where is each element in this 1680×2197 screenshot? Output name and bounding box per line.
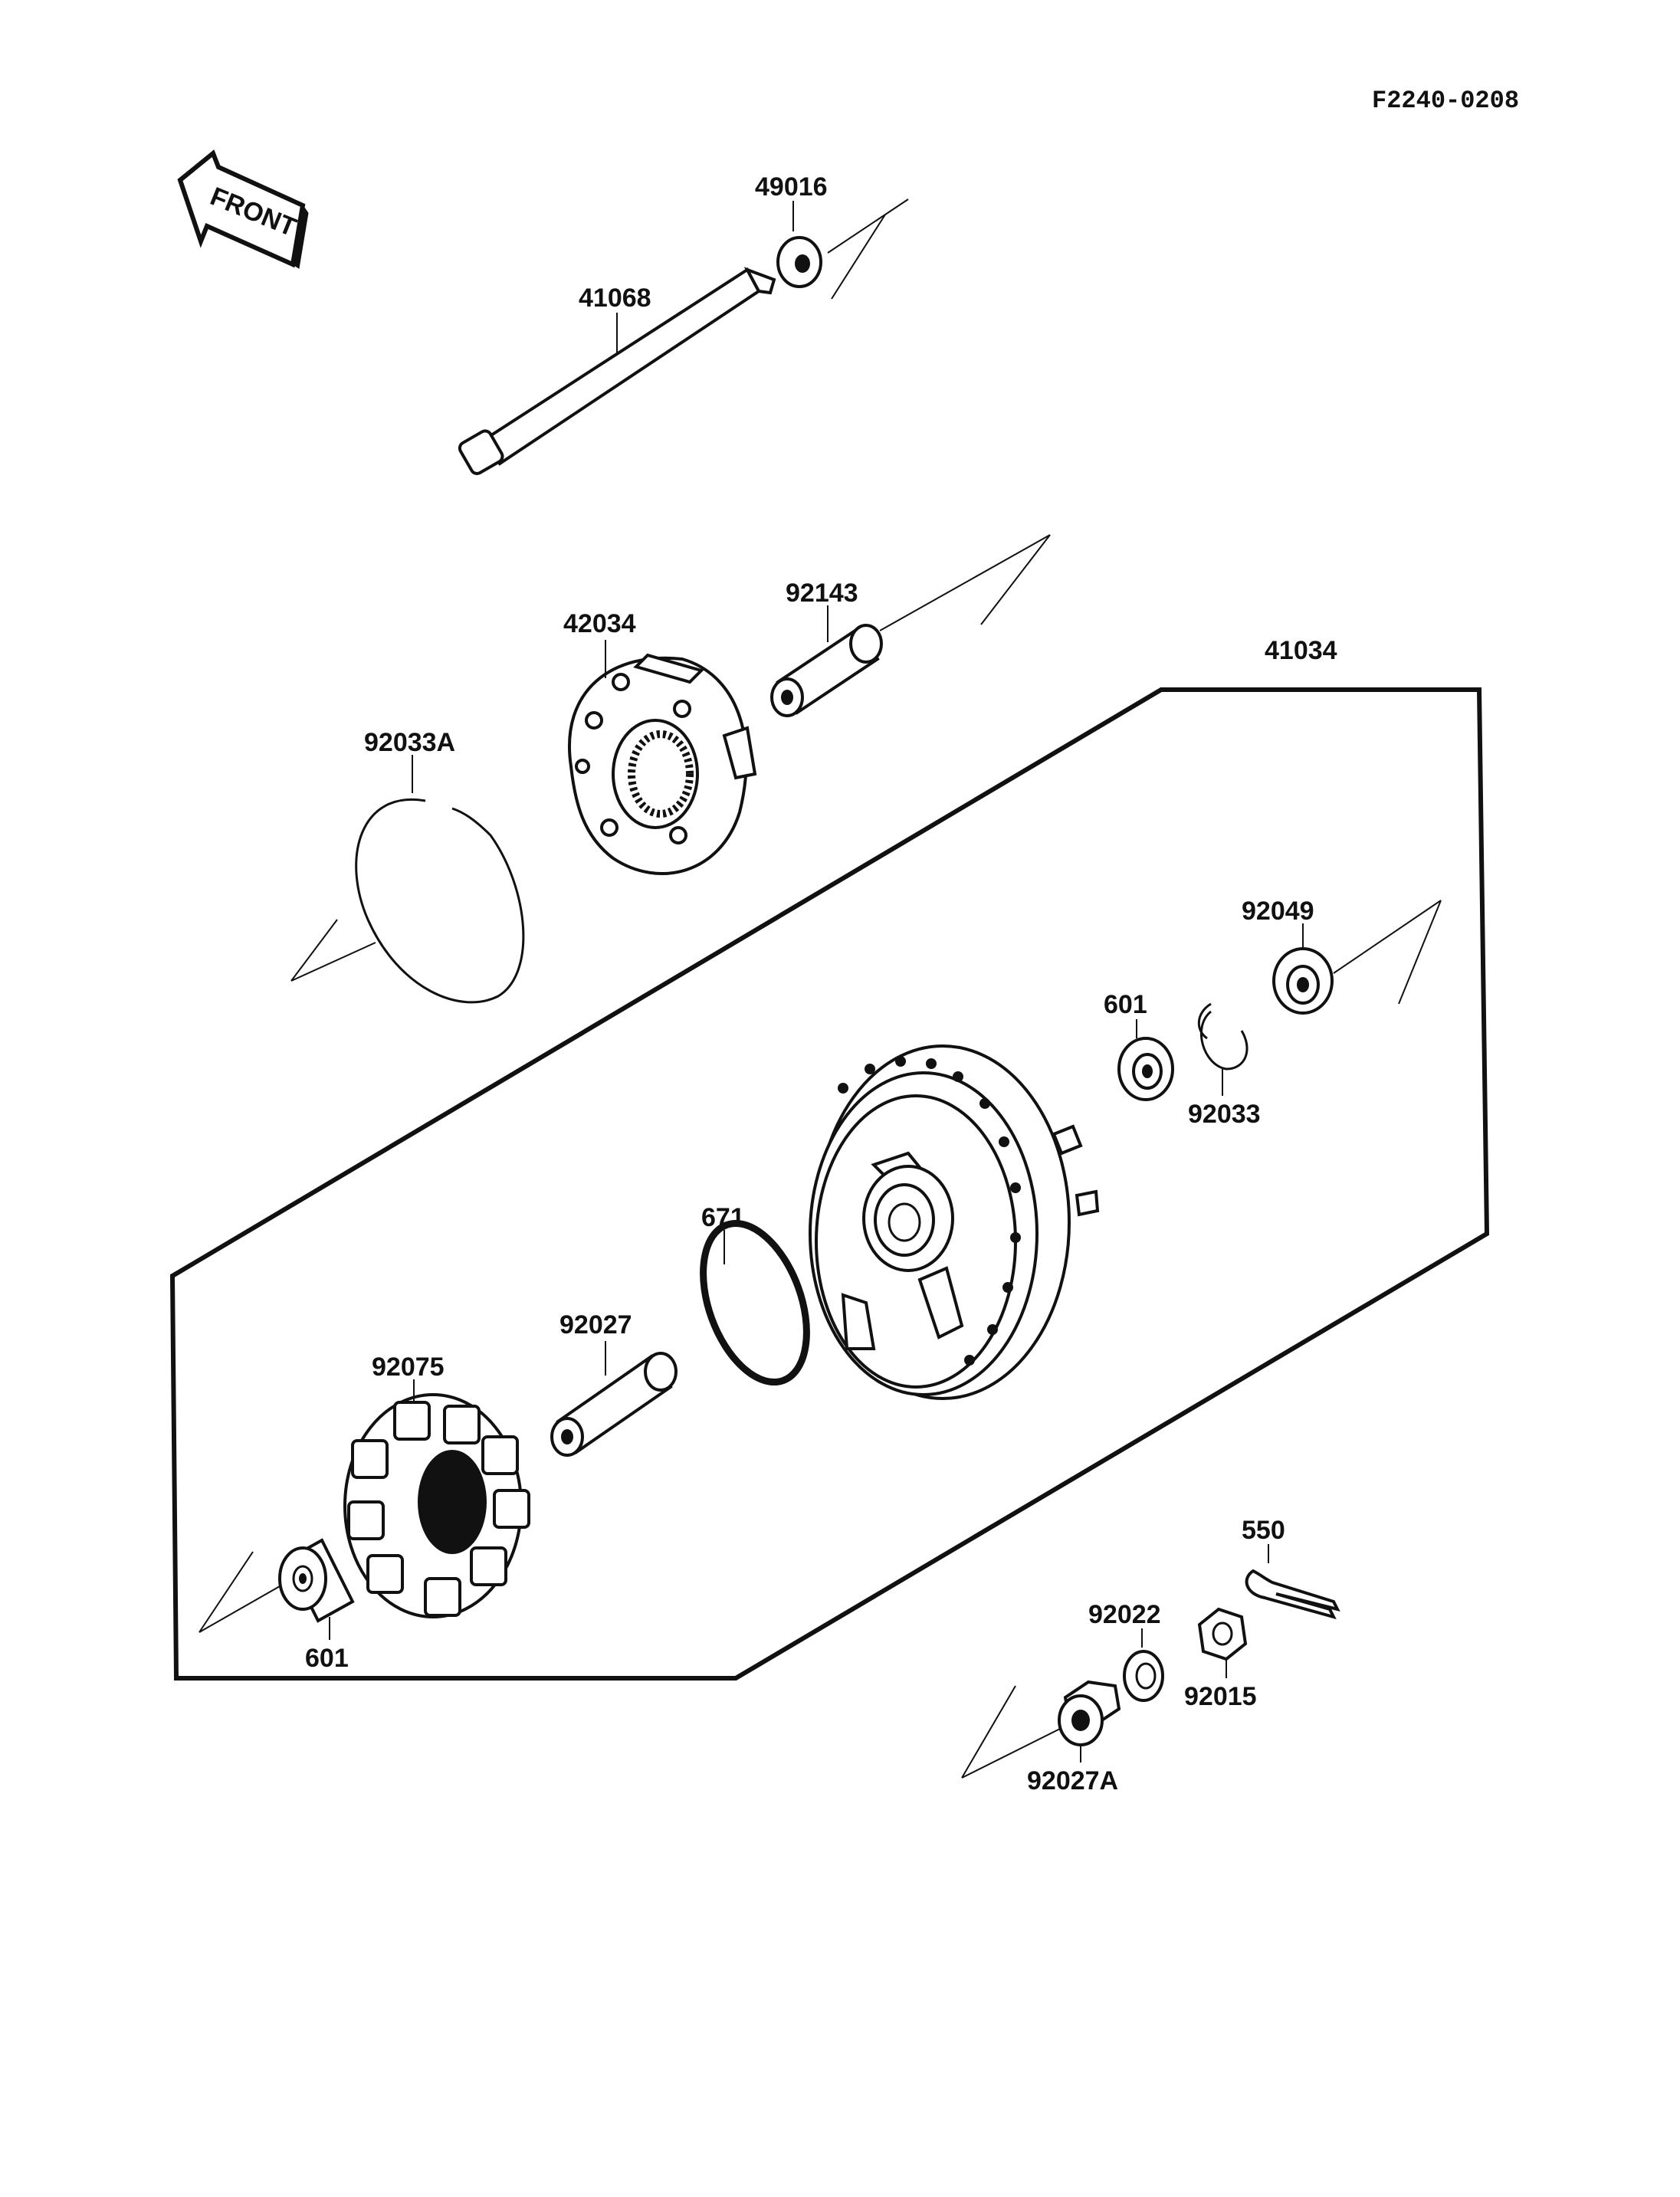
part-92033A — [290, 755, 525, 1004]
label-42034: 42034 — [563, 609, 636, 638]
part-601-upper — [1117, 1019, 1174, 1101]
label-49016: 49016 — [755, 172, 828, 202]
label-550: 550 — [1242, 1516, 1285, 1545]
part-92143 — [770, 534, 1051, 717]
label-92015: 92015 — [1184, 1682, 1257, 1711]
label-92049: 92049 — [1242, 897, 1314, 926]
part-671 — [700, 1219, 810, 1386]
part-49016 — [776, 198, 909, 300]
assembly-frame-41034 — [169, 687, 1490, 1681]
label-601-upper: 601 — [1104, 990, 1147, 1019]
front-arrow-icon: FRONT — [177, 149, 309, 269]
part-92015 — [1197, 1607, 1248, 1678]
label-92143: 92143 — [786, 579, 858, 608]
part-92027 — [550, 1341, 678, 1457]
label-92033A: 92033A — [364, 728, 455, 757]
part-92027A — [961, 1680, 1121, 1779]
label-601-lower: 601 — [305, 1644, 349, 1673]
part-41034-hub — [809, 1044, 1100, 1400]
label-92033: 92033 — [1188, 1100, 1261, 1129]
part-41068 — [458, 267, 776, 475]
part-92033 — [1197, 1002, 1249, 1096]
label-41068: 41068 — [579, 284, 651, 313]
part-550 — [1245, 1544, 1340, 1620]
hub-spoke-holes — [838, 1056, 1021, 1366]
part-92049 — [1272, 900, 1442, 1015]
label-671: 671 — [701, 1203, 745, 1232]
label-92075: 92075 — [372, 1353, 445, 1382]
label-92027A: 92027A — [1027, 1766, 1118, 1795]
label-41034: 41034 — [1265, 636, 1337, 665]
drawing-code: F2240-0208 — [1372, 87, 1519, 115]
label-92022: 92022 — [1088, 1600, 1161, 1629]
label-92027: 92027 — [559, 1310, 632, 1340]
part-92075 — [343, 1379, 530, 1618]
part-labels: 49016 41068 42034 92143 41034 92033A 920… — [305, 172, 1337, 1795]
part-42034 — [568, 640, 757, 875]
damper-lugs — [347, 1401, 530, 1617]
part-601-lower — [199, 1538, 355, 1640]
part-92022 — [1123, 1628, 1164, 1702]
